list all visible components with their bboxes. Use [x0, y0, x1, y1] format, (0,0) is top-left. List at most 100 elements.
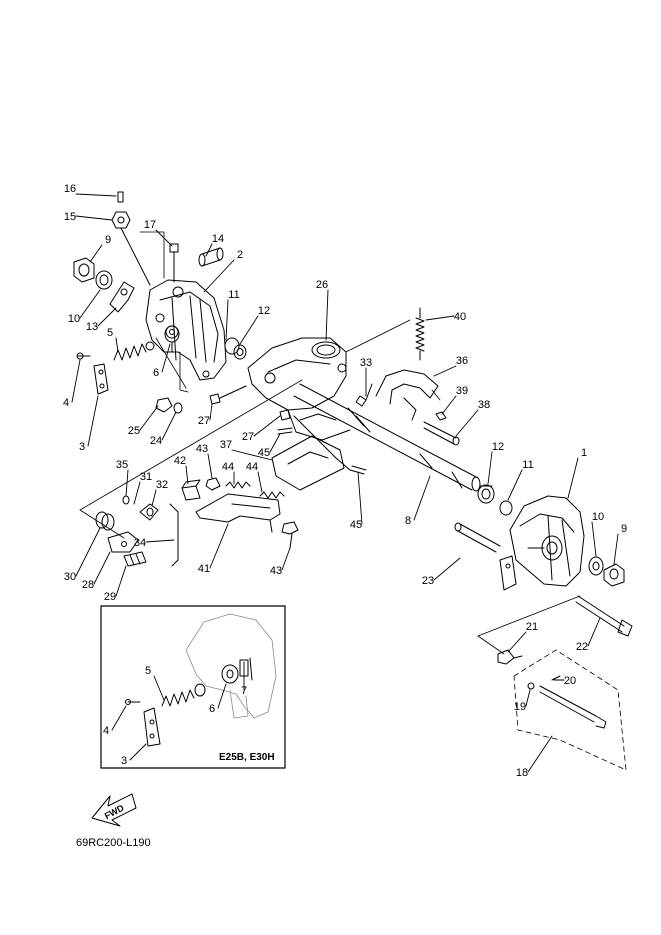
callout-29: 29 — [104, 591, 116, 603]
inset-pin-4 — [125, 699, 141, 705]
callout-3-1: 3 — [79, 441, 85, 453]
callout-12-2: 12 — [492, 441, 504, 453]
leader-8 — [413, 475, 431, 521]
callout-35: 35 — [116, 459, 128, 471]
callout-1: 1 — [581, 447, 587, 459]
callout-30: 30 — [64, 571, 76, 583]
callout-32: 32 — [156, 479, 168, 491]
leader-16 — [75, 193, 117, 197]
leader-34 — [145, 539, 175, 543]
rod-34 — [169, 503, 179, 567]
callout-36: 36 — [456, 355, 468, 367]
bolt-16-15 — [111, 191, 151, 286]
callout-42: 42 — [174, 455, 186, 467]
callout-5-2: 5 — [145, 665, 151, 677]
callout-39: 39 — [456, 385, 468, 397]
pin-4 — [76, 352, 91, 360]
callout-15: 15 — [64, 211, 76, 223]
callout-22: 22 — [576, 641, 588, 653]
callout-3-2: 3 — [121, 755, 127, 767]
pin-38 — [423, 421, 460, 446]
guide-lines-left — [139, 231, 189, 393]
leader-2 — [203, 259, 235, 293]
callout-21: 21 — [526, 621, 538, 633]
pin-39 — [435, 411, 447, 421]
callout-27-1: 27 — [198, 415, 210, 427]
nut-9-top — [73, 257, 95, 283]
plate-23 — [454, 522, 501, 553]
leader-6-2 — [217, 683, 227, 709]
parts-31-32-35 — [122, 495, 159, 521]
leader-23 — [433, 557, 461, 581]
inset-plate-3 — [143, 707, 161, 747]
leader-36 — [433, 365, 457, 377]
nut-43-upper — [205, 477, 221, 491]
callout-4-2: 4 — [103, 725, 109, 737]
callout-6-1: 6 — [153, 367, 159, 379]
callout-44-1: 44 — [222, 461, 234, 473]
leader-11-2 — [507, 469, 523, 501]
callout-19: 19 — [514, 701, 526, 713]
leader-22 — [587, 617, 601, 647]
leader-32 — [151, 489, 157, 507]
leader-12-2 — [487, 451, 493, 485]
handle-19-20 — [527, 675, 607, 729]
fwd-arrow-icon — [91, 793, 137, 827]
pin-45-upper — [277, 427, 293, 435]
pin-45-lower — [349, 465, 367, 475]
nut-25-washer-24 — [155, 397, 183, 414]
leader-10-2 — [591, 521, 597, 557]
bolt-22 — [575, 595, 633, 637]
guide-lines-right — [477, 595, 581, 655]
shaft-8 — [293, 383, 481, 492]
callout-10-2: 10 — [592, 511, 604, 523]
callout-38: 38 — [478, 399, 490, 411]
spring-30 — [95, 511, 115, 531]
washer-11-right — [499, 500, 513, 516]
swivel-bracket-right — [509, 495, 585, 587]
bushing-6 — [164, 325, 180, 353]
link-41 — [195, 493, 281, 533]
callout-33: 33 — [360, 357, 372, 369]
callout-9-2: 9 — [621, 523, 627, 535]
clip-36 — [375, 369, 439, 421]
leader-29 — [115, 565, 127, 597]
leader-4-1 — [71, 359, 81, 403]
callout-23: 23 — [422, 575, 434, 587]
callout-7: 7 — [241, 685, 247, 697]
leader-15 — [75, 215, 113, 221]
leader-12-1 — [239, 315, 259, 345]
leader-18 — [527, 735, 553, 773]
leader-1 — [567, 457, 579, 499]
leader-21 — [507, 631, 527, 653]
kit-18-dashed — [513, 649, 627, 771]
callout-16: 16 — [64, 183, 76, 195]
leader-24 — [161, 411, 177, 441]
callout-6-2: 6 — [209, 703, 215, 715]
callout-5-1: 5 — [107, 327, 113, 339]
inset-bushing-6-7 — [221, 657, 253, 684]
leader-27-2 — [253, 415, 281, 437]
leader-28 — [93, 551, 111, 585]
callout-8: 8 — [405, 515, 411, 527]
leader-3-2 — [129, 743, 147, 761]
bolt-43-lower — [281, 521, 299, 549]
callout-12-1: 12 — [258, 305, 270, 317]
callout-11-1: 11 — [228, 289, 239, 301]
callout-27-2: 27 — [242, 431, 254, 443]
callout-13: 13 — [86, 321, 98, 333]
callout-43-1: 43 — [196, 443, 208, 455]
lever-37 — [271, 435, 345, 491]
leader-42 — [185, 465, 189, 485]
leader-4-2 — [111, 705, 127, 731]
plate-3 — [93, 363, 109, 395]
leader-43-2 — [281, 547, 291, 571]
guide-lines-center — [79, 319, 441, 539]
washer-10-top — [95, 270, 113, 290]
leader-9-2 — [613, 533, 619, 565]
pin-14 — [198, 247, 224, 267]
spring-44-lower — [259, 491, 285, 499]
leader-43-1 — [207, 453, 213, 479]
plate-28 — [107, 531, 139, 553]
